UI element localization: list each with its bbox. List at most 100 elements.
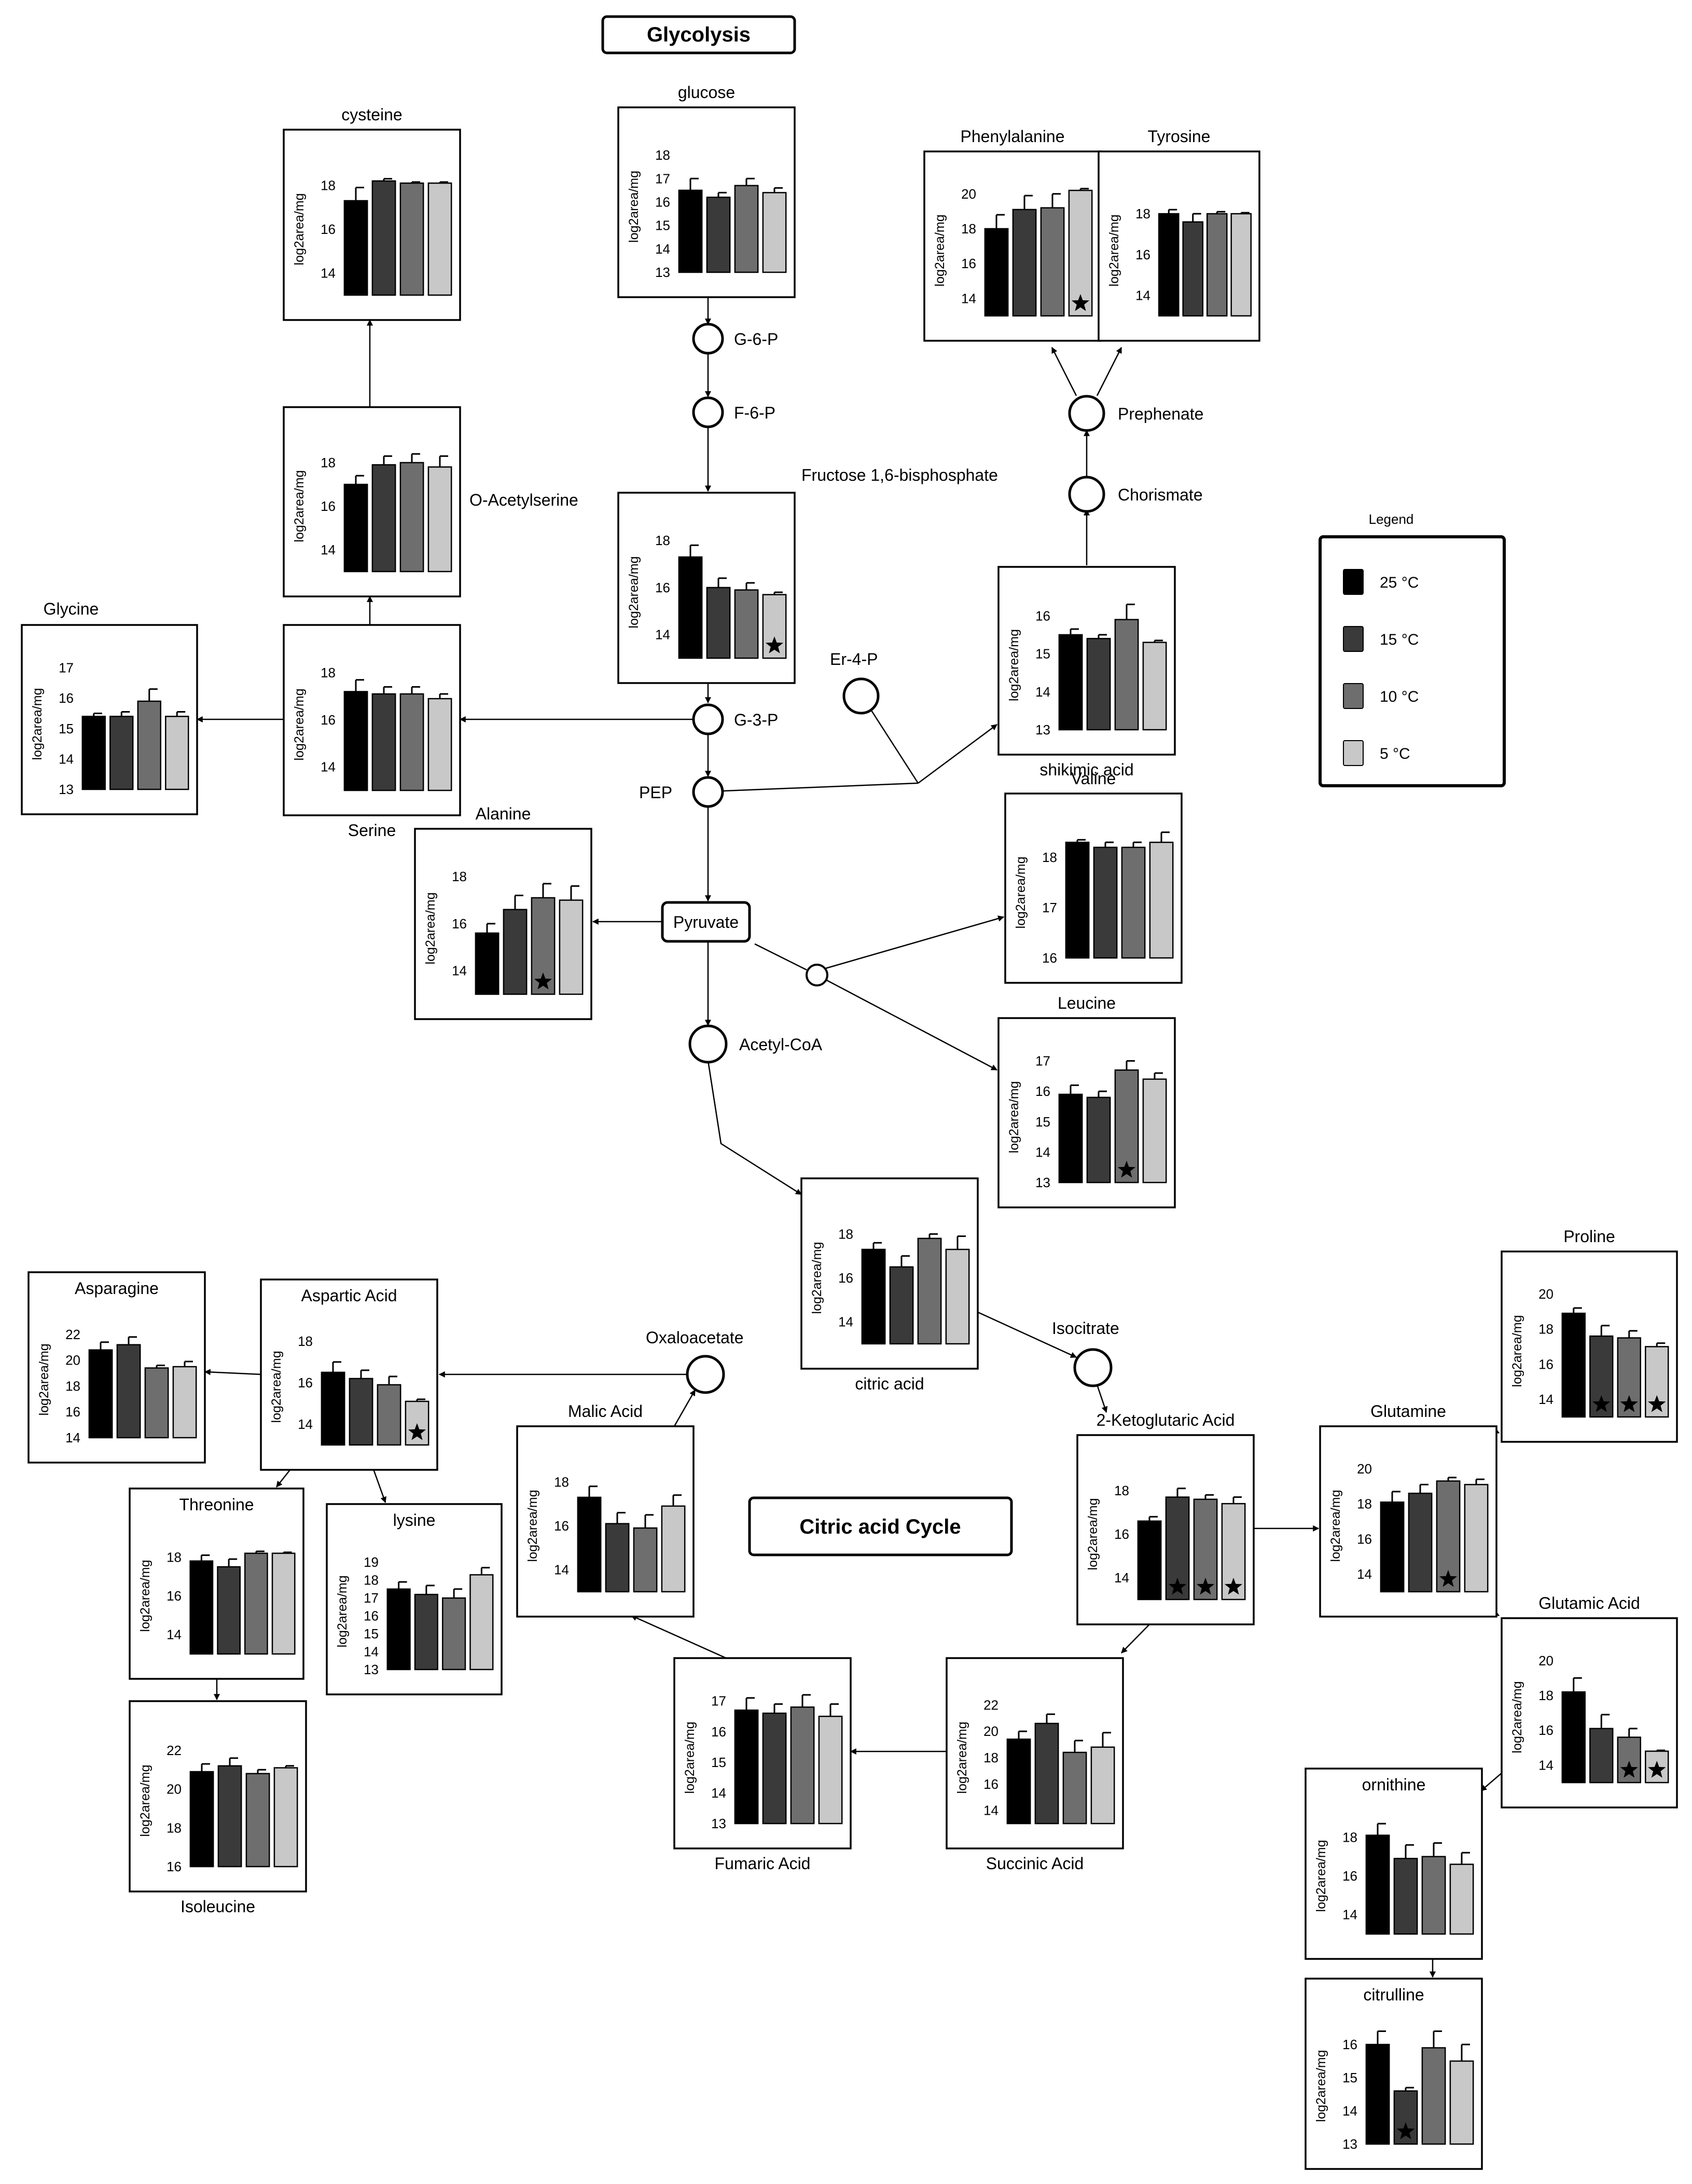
isoleucine-ytick-18: 18	[167, 1820, 182, 1835]
asparagine-bar-4	[172, 1366, 197, 1439]
legend-label-10c: 10 °C	[1380, 688, 1419, 705]
isoleucine-y-axis-label: log2area/mg	[138, 1765, 152, 1837]
leucine-y-axis-label: log2area/mg	[1007, 1081, 1021, 1153]
glutamic-panel-frame	[1501, 1617, 1678, 1809]
proline-ytick-16: 16	[1538, 1356, 1554, 1372]
tyrosine-ytick-16: 16	[1135, 247, 1150, 262]
oacetylserine-ytick-14: 14	[321, 542, 336, 558]
shikimic-ytick-15: 15	[1035, 646, 1050, 662]
node-er4p: Er-4-P	[830, 650, 880, 715]
node-pep-label: PEP	[639, 783, 672, 802]
isoleucine-title: Isoleucine	[181, 1897, 255, 1916]
serine-y-axis-label: log2area/mg	[292, 689, 307, 761]
fbp-title: Fructose 1,6-bisphosphate	[801, 466, 998, 484]
arrow-prephenate-tyrosine	[1096, 346, 1122, 396]
malic-ytick-14: 14	[554, 1562, 569, 1578]
pathway-arrows	[196, 297, 1503, 1978]
tyrosine-bar-3	[1206, 213, 1228, 317]
phenylalanine-title: Phenylalanine	[960, 127, 1064, 146]
leucine-bar-4	[1142, 1078, 1167, 1184]
aspartic-ytick-14: 14	[298, 1416, 313, 1432]
lysine-ytick-18: 18	[364, 1573, 379, 1588]
threonine-ytick-16: 16	[167, 1588, 182, 1604]
valine-bar-4	[1149, 841, 1174, 959]
oacetylserine-bar-3	[399, 462, 424, 573]
lysine-ytick-13: 13	[364, 1662, 379, 1677]
isoleucine-bar-1	[189, 1771, 214, 1868]
threonine-bar-1	[189, 1560, 214, 1655]
glucose-ytick-14: 14	[655, 241, 670, 257]
threonine-bar-4	[271, 1552, 296, 1655]
fbp-bar-1	[678, 556, 703, 659]
node-acetylcoa: Acetyl-CoA	[688, 1024, 823, 1064]
lysine-title: lysine	[393, 1511, 436, 1529]
aspartic-bar-3	[377, 1384, 401, 1446]
valine-bar-3	[1121, 846, 1146, 959]
glutamic-ytick-14: 14	[1538, 1757, 1554, 1773]
legend-swatch-10c	[1343, 683, 1364, 709]
tyrosine-y-axis-label: log2area/mg	[1107, 215, 1121, 287]
ketoglutaric-ytick-18: 18	[1114, 1483, 1129, 1498]
fumaric-bar-3	[790, 1706, 815, 1825]
glucose-ytick-18: 18	[655, 147, 670, 163]
citric-title: citric acid	[855, 1374, 924, 1393]
fbp-ytick-14: 14	[655, 627, 670, 643]
leucine-ytick-15: 15	[1035, 1114, 1050, 1130]
isoleucine-ytick-20: 20	[167, 1782, 182, 1797]
cysteine-ytick-18: 18	[321, 177, 336, 193]
asparagine-ytick-16: 16	[65, 1404, 80, 1420]
malic-bar-1	[577, 1496, 602, 1593]
node-oxaloacetate: Oxaloacetate	[646, 1328, 744, 1394]
shikimic-ytick-13: 13	[1035, 722, 1050, 738]
glutamine-ytick-20: 20	[1357, 1461, 1372, 1477]
alanine-significance-star-3	[534, 972, 552, 990]
arrow-node-valine	[825, 915, 1005, 969]
glutamic-significance-star-4	[1648, 1761, 1666, 1778]
node-g6p: G-6-P	[692, 323, 778, 355]
node-isocitrate-label: Isocitrate	[1052, 1319, 1119, 1338]
glucose-ytick-16: 16	[655, 194, 670, 210]
fumaric-ytick-13: 13	[711, 1816, 726, 1831]
glutamic-y-axis-label: log2area/mg	[1510, 1681, 1524, 1754]
leucine-ytick-14: 14	[1035, 1144, 1050, 1160]
shikimic-bar-4	[1142, 642, 1167, 731]
ornithine-ytick-14: 14	[1342, 1907, 1357, 1923]
proline-significance-star-2	[1592, 1395, 1611, 1412]
phenylalanine-ytick-14: 14	[961, 290, 976, 306]
isoleucine-ytick-22: 22	[167, 1743, 182, 1758]
tca-title: Citric acid Cycle	[748, 1496, 1013, 1556]
citrulline-bar-2	[1393, 2090, 1418, 2145]
serine-ytick-18: 18	[321, 665, 336, 680]
valine-ytick-18: 18	[1042, 850, 1057, 865]
asparagine-bar-3	[144, 1367, 169, 1439]
glucose-bar-1	[678, 189, 703, 273]
shikimic-ytick-14: 14	[1035, 684, 1050, 700]
ketoglutaric-title: 2-Ketoglutaric Acid	[1097, 1411, 1235, 1429]
succinic-ytick-18: 18	[983, 1750, 998, 1765]
asparagine-bar-2	[116, 1344, 141, 1439]
shikimic-bar-1	[1058, 634, 1083, 731]
lysine-bar-2	[414, 1594, 438, 1671]
succinic-ytick-14: 14	[983, 1803, 998, 1818]
asparagine-bar-1	[88, 1349, 113, 1439]
valine-y-axis-label: log2area/mg	[1014, 857, 1028, 929]
citrulline-title: citrulline	[1363, 1985, 1424, 2004]
leucine-title: Leucine	[1058, 994, 1116, 1012]
node-prephenate-label: Prephenate	[1118, 405, 1203, 423]
node-chorismate: Chorismate	[1068, 476, 1203, 513]
malic-bar-2	[605, 1523, 630, 1593]
ketoglutaric-y-axis-label: log2area/mg	[1086, 1498, 1100, 1570]
glutamine-ytick-16: 16	[1357, 1531, 1372, 1547]
glutamine-bar-1	[1380, 1501, 1405, 1593]
arrow-aspartic-lysine	[372, 1469, 386, 1504]
isoleucine-bar-3	[245, 1773, 270, 1868]
valine-bar-1	[1065, 841, 1090, 959]
node-bcaa-branch	[806, 964, 828, 986]
cysteine-bar-2	[371, 180, 396, 296]
